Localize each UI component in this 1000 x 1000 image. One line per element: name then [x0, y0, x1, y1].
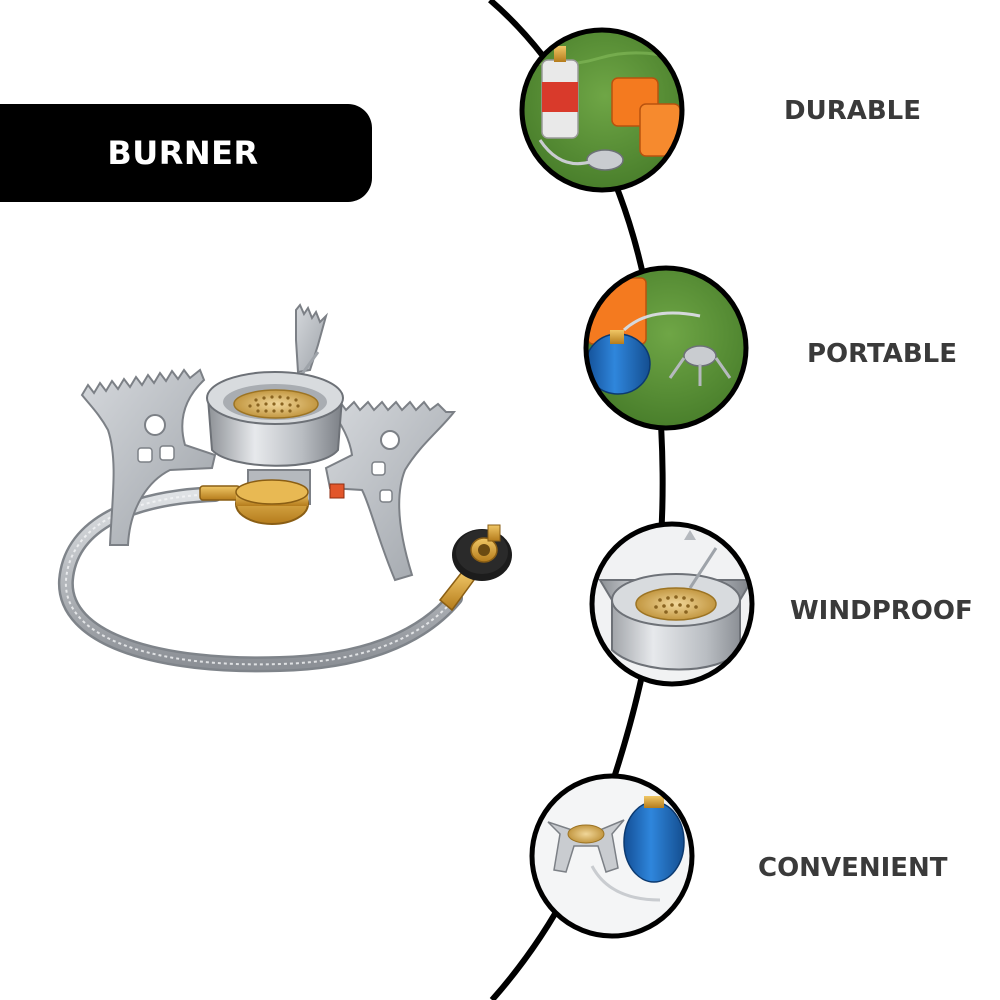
- feature-label-portable: PORTABLE: [807, 339, 957, 369]
- page-title: BURNER: [107, 134, 259, 172]
- feature-thumbnail-portable: [586, 268, 746, 428]
- feature-thumbnail-durable: [522, 30, 682, 190]
- main-stove-illustration: [57, 303, 512, 673]
- feature-thumbnail-windproof: [592, 524, 752, 684]
- feature-label-windproof: WINDPROOF: [790, 596, 973, 626]
- feature-label-durable: DURABLE: [784, 96, 921, 126]
- feature-thumbnail-convenient: [532, 776, 692, 936]
- title-banner: BURNER: [0, 104, 372, 202]
- feature-label-convenient: CONVENIENT: [758, 853, 948, 883]
